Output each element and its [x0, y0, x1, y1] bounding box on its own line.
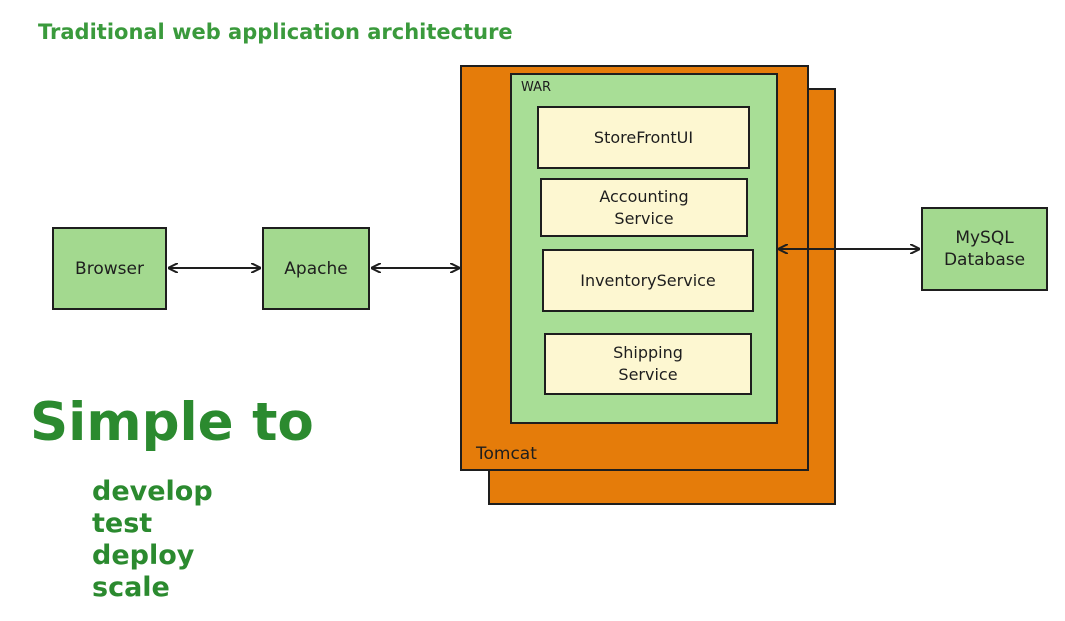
service-inventory: InventoryService	[542, 249, 754, 312]
benefit-scale: scale	[92, 572, 170, 603]
service-storefrontui: StoreFrontUI	[537, 106, 750, 169]
war-label: WAR	[521, 80, 552, 95]
browser-node: Browser	[52, 227, 167, 310]
tomcat-label: Tomcat	[476, 444, 537, 464]
benefit-deploy: deploy	[92, 540, 195, 571]
benefit-develop: develop	[92, 476, 213, 507]
service-shipping: Shipping Service	[544, 333, 752, 395]
benefit-test: test	[92, 508, 153, 539]
apache-node: Apache	[262, 227, 370, 310]
mysql-node: MySQL Database	[921, 207, 1048, 291]
simple-to-heading: Simple to	[30, 392, 314, 453]
service-accounting: Accounting Service	[540, 178, 748, 237]
diagram-title: Traditional web application architecture	[38, 20, 513, 44]
benefits-list: develop test deploy scale	[92, 476, 213, 604]
